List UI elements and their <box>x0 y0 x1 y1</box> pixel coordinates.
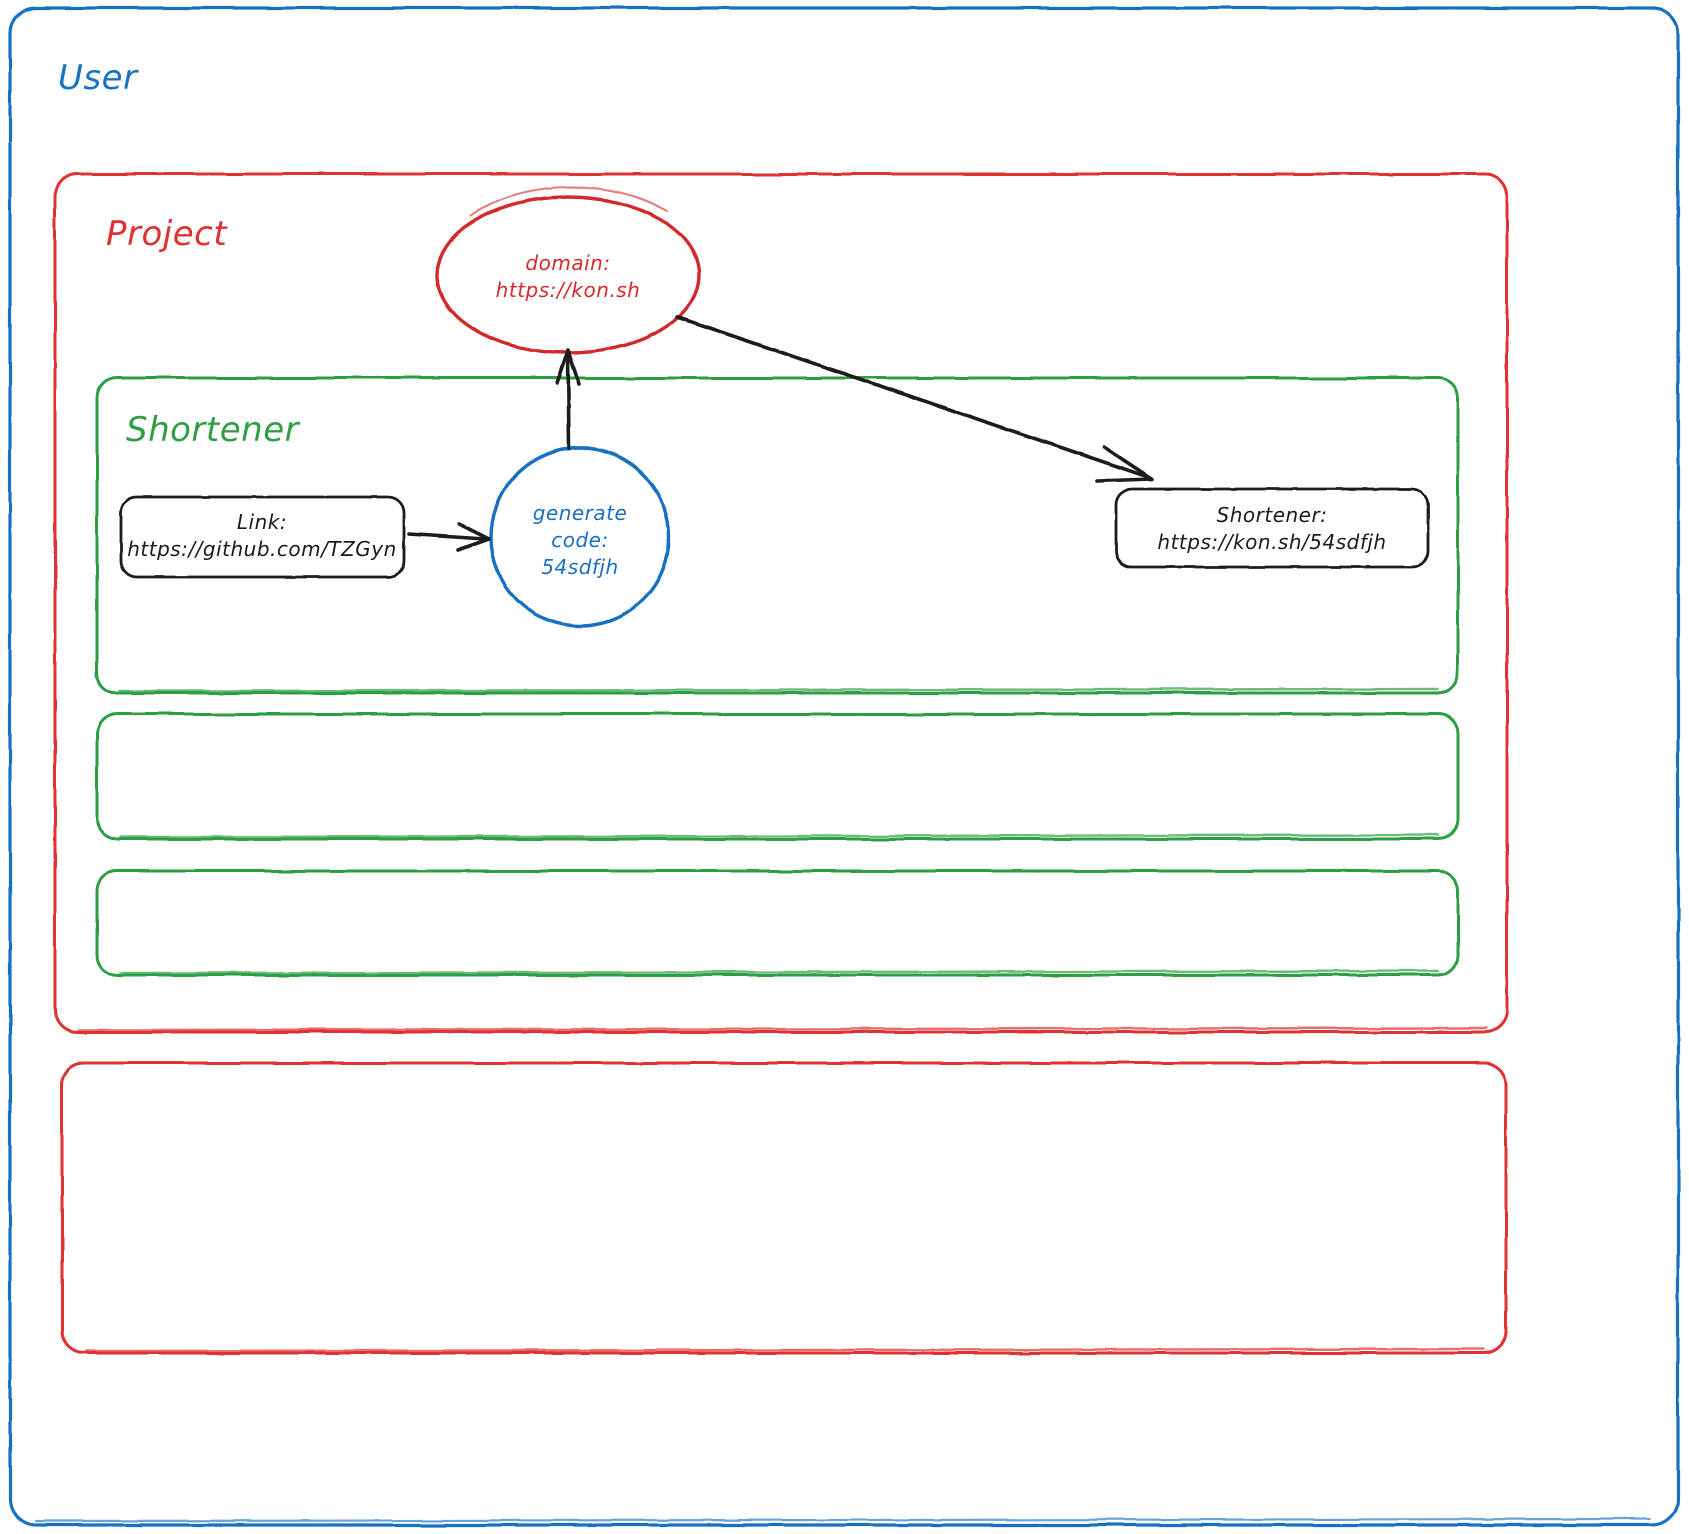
container-empty-green-2-border <box>95 869 1460 977</box>
node-generate-shape[interactable] <box>489 445 671 628</box>
arrow-link-to-generate <box>407 522 491 552</box>
container-empty-green-1-border <box>95 712 1460 841</box>
container-user-border <box>8 6 1680 1527</box>
node-result-shape[interactable] <box>1114 487 1430 569</box>
node-link-shape[interactable] <box>119 495 406 579</box>
arrow-domain-to-result <box>675 315 1154 483</box>
arrow-generate-to-domain <box>555 348 581 450</box>
node-domain-shape[interactable] <box>435 185 701 355</box>
container-empty-red-1-border <box>60 1061 1508 1355</box>
container-project-border <box>53 172 1509 1034</box>
container-shortener-border <box>95 376 1460 695</box>
